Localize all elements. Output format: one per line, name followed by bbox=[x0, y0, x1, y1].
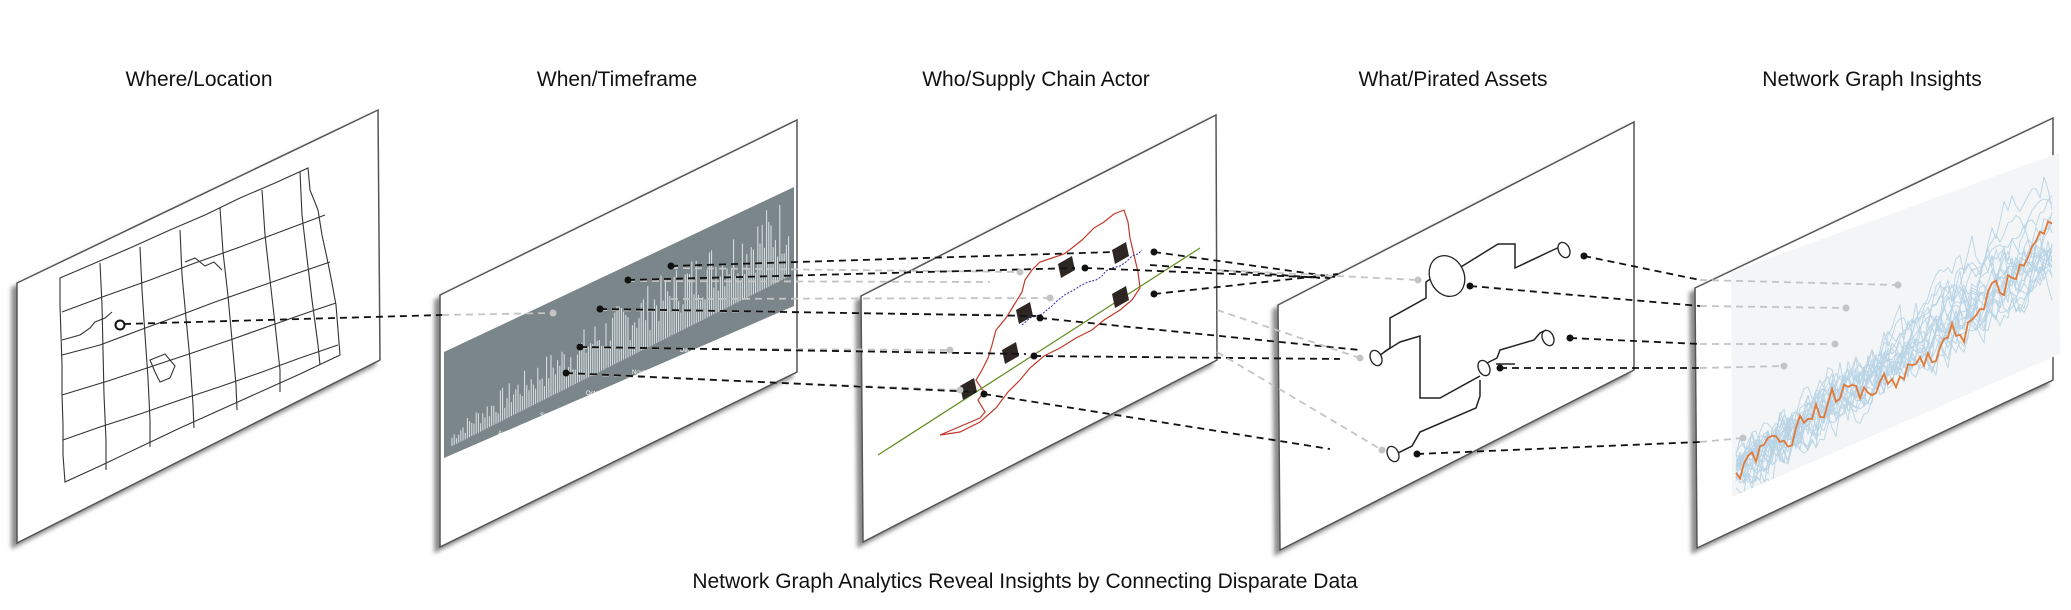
connector-dot bbox=[1496, 364, 1504, 372]
county-map bbox=[59, 167, 341, 483]
background-series-line bbox=[1735, 250, 2053, 467]
network-graph-insights-panel bbox=[1694, 116, 2060, 550]
background-series-line bbox=[1735, 251, 2053, 470]
background-series-line bbox=[1735, 238, 2053, 483]
who-supply-chain-actor-title: Who/Supply Chain Actor bbox=[922, 68, 1150, 91]
connector-dot bbox=[1413, 450, 1421, 458]
connector-dot bbox=[1466, 282, 1474, 290]
actor-marker-icon bbox=[1112, 242, 1129, 264]
timeline-month-axis: August September October November Decemb… bbox=[498, 348, 708, 437]
when-timeframe-title: When/Timeframe bbox=[536, 68, 698, 91]
connector-dot bbox=[1831, 340, 1839, 348]
background-series-line bbox=[1735, 251, 2053, 472]
actor-marker-icon bbox=[960, 378, 977, 400]
connector-dot bbox=[1356, 354, 1364, 362]
location-pin-icon bbox=[114, 319, 126, 331]
connector-dot bbox=[1036, 314, 1044, 322]
month-label: August bbox=[498, 431, 517, 437]
where-location-title: Where/Location bbox=[125, 68, 273, 91]
month-label: October bbox=[586, 391, 607, 397]
asset-node-icon bbox=[1386, 445, 1400, 463]
timeline-bars bbox=[451, 205, 790, 446]
background-series bbox=[1735, 176, 2053, 493]
asset-network bbox=[1375, 243, 1563, 455]
connector-dot bbox=[1566, 334, 1574, 342]
connector-dot bbox=[1739, 434, 1747, 442]
asset-node-icon bbox=[1557, 241, 1571, 259]
actor-marker-icon bbox=[1002, 342, 1019, 364]
asset-nodes bbox=[1369, 241, 1571, 463]
asset-node-icon bbox=[1428, 255, 1466, 297]
connector-dot bbox=[980, 390, 988, 398]
connector-dot bbox=[576, 343, 584, 351]
connector-dot bbox=[1894, 281, 1902, 289]
who-supply-chain-actor-panel bbox=[860, 113, 1218, 544]
connector-dots bbox=[549, 248, 1902, 458]
connector-dot bbox=[946, 346, 954, 354]
where-location-panel bbox=[16, 108, 381, 545]
asset-node-icon bbox=[1369, 349, 1383, 367]
connector-dot bbox=[1150, 248, 1158, 256]
connector-dot bbox=[596, 305, 604, 313]
highlight-series bbox=[1735, 220, 2053, 481]
what-pirated-assets-title: What/Pirated Assets bbox=[1358, 68, 1548, 91]
connector-dot bbox=[1414, 276, 1422, 284]
diagram-caption: Network Graph Analytics Reveal Insights … bbox=[692, 570, 1358, 593]
month-label: November bbox=[632, 370, 660, 376]
connector-dot bbox=[549, 309, 557, 317]
actor-activity-region bbox=[939, 209, 1141, 436]
month-label: December bbox=[680, 348, 708, 354]
connector-dot bbox=[667, 262, 675, 270]
connector-dot bbox=[1378, 446, 1386, 454]
connector-dot bbox=[956, 386, 964, 394]
connectors bbox=[123, 251, 1899, 455]
connector-dot bbox=[1780, 362, 1788, 370]
connector-dot bbox=[1150, 290, 1158, 298]
connector-dot bbox=[1046, 294, 1054, 302]
connector-dot bbox=[1030, 352, 1038, 360]
connector-dot bbox=[624, 276, 632, 284]
background-series-line bbox=[1735, 199, 2053, 469]
when-timeframe-panel: August September October November Decemb… bbox=[439, 118, 798, 549]
what-pirated-assets-panel bbox=[1277, 120, 1635, 552]
actor-marker-icon bbox=[1016, 302, 1033, 324]
actor-markers bbox=[960, 242, 1129, 400]
month-label: September bbox=[540, 413, 569, 419]
asset-node-icon bbox=[1541, 329, 1555, 347]
actor-marker-icon bbox=[1112, 286, 1129, 308]
actor-marker-icon bbox=[1058, 256, 1075, 278]
asset-node-icon bbox=[1477, 359, 1491, 377]
connector-dot bbox=[1081, 264, 1089, 272]
background-series-line bbox=[1735, 244, 2053, 464]
background-series-line bbox=[1735, 253, 2053, 493]
background-series-line bbox=[1735, 250, 2053, 473]
connector-dot bbox=[1016, 268, 1024, 276]
network-graph-insights-title: Network Graph Insights bbox=[1762, 68, 1982, 91]
background-series-line bbox=[1735, 214, 2053, 485]
connector-dot bbox=[1842, 304, 1850, 312]
connector-dot bbox=[1580, 252, 1588, 260]
actor-route-line bbox=[877, 247, 1201, 456]
connector-dot bbox=[562, 369, 570, 377]
